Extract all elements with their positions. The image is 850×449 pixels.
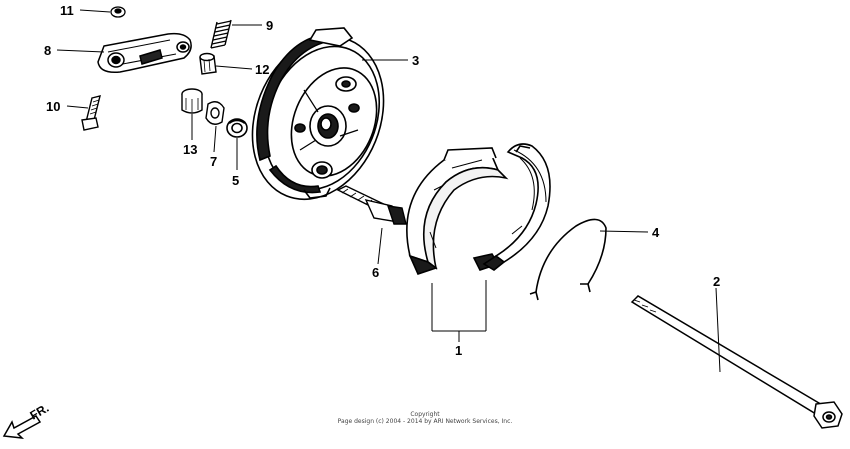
callout-8: 8 <box>44 43 51 58</box>
callout-12: 12 <box>255 62 269 77</box>
callout-4: 4 <box>652 225 660 240</box>
part-13-fitting <box>181 88 203 114</box>
callout-1: 1 <box>455 343 462 358</box>
copyright-text: Page design (c) 2004 - 2014 by ARI Netwo… <box>337 418 513 425</box>
direction-indicator: FR. <box>2 401 51 439</box>
part-5-seal <box>226 118 248 138</box>
callout-2: 2 <box>713 274 720 289</box>
part-1-brake-shoes <box>406 143 551 275</box>
callout-5: 5 <box>232 173 239 188</box>
front-arrow-icon <box>2 415 42 439</box>
callout-13: 13 <box>183 142 197 157</box>
part-8-brake-arm <box>97 32 192 74</box>
callout-9: 9 <box>266 18 273 33</box>
part-11-nut <box>110 6 126 18</box>
part-3-brake-panel <box>251 27 385 201</box>
callout-11: 11 <box>60 3 74 18</box>
callout-labels: 1 2 3 4 5 6 7 8 9 10 11 12 13 <box>44 3 720 358</box>
callout-7: 7 <box>210 154 217 169</box>
copyright-notice: Copyright Page design (c) 2004 - 2014 by… <box>300 411 550 425</box>
part-6-cam-shaft <box>336 185 407 225</box>
part-10-bolt <box>81 95 101 131</box>
part-2-axle <box>630 295 843 429</box>
part-9-spring <box>210 19 232 49</box>
copyright-title: Copyright <box>410 411 440 418</box>
callout-3: 3 <box>412 53 419 68</box>
part-12-pin <box>199 52 217 75</box>
callout-6: 6 <box>372 265 379 280</box>
callout-10: 10 <box>46 99 60 114</box>
part-7-plate <box>205 101 225 125</box>
part-4-spring-ring <box>529 218 607 301</box>
leader-lines <box>56 9 721 373</box>
